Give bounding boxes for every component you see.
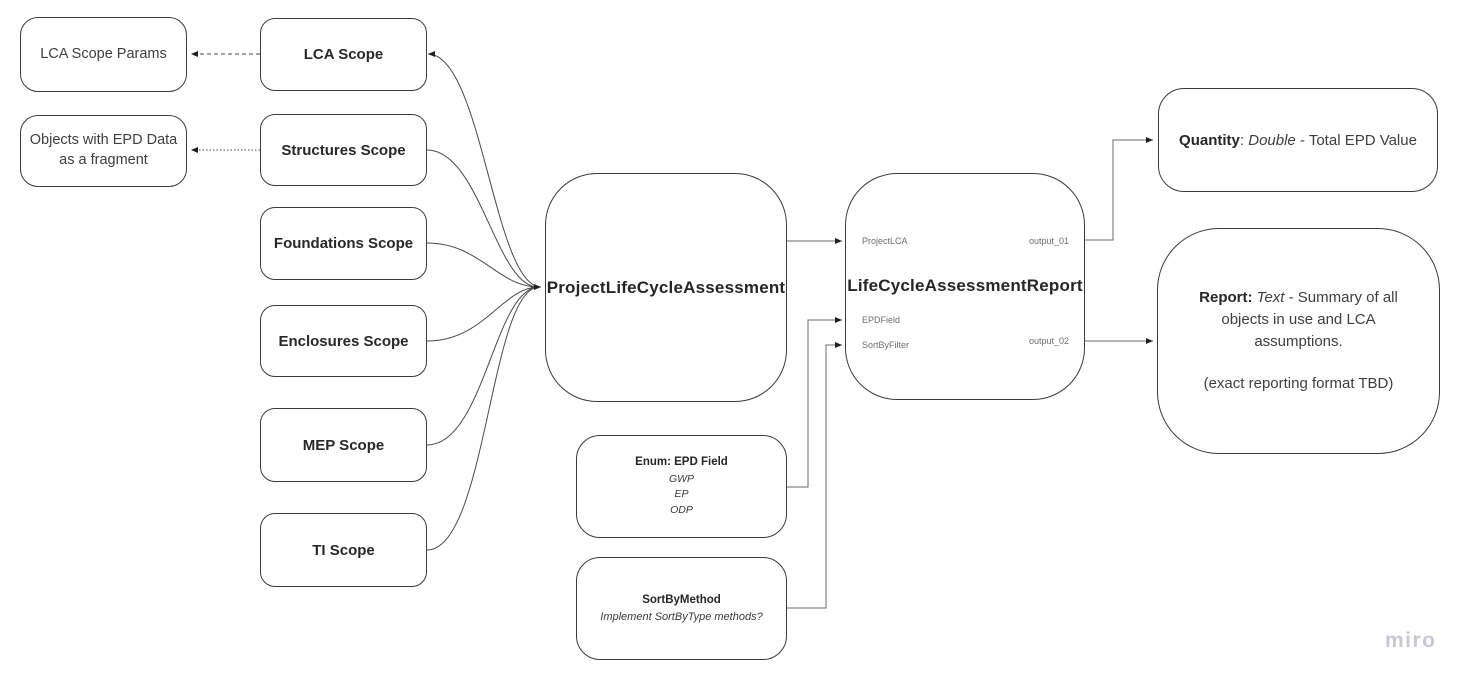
node-objects-epd-data[interactable]: Objects with EPD Data as a fragment	[20, 115, 187, 187]
node-structures-scope[interactable]: Structures Scope	[260, 114, 427, 186]
connector-sortby-to-sortbyfilter[interactable]	[787, 342, 842, 609]
node-lca-scope[interactable]: LCA Scope	[260, 18, 427, 91]
node-foundations-scope[interactable]: Foundations Scope	[260, 207, 427, 280]
node-label: Objects with EPD Data as a fragment	[29, 132, 178, 168]
node-title: LifeCycleAssessmentReport	[847, 276, 1083, 295]
miro-logo: miro	[1385, 629, 1437, 652]
node-sortbymethod[interactable]: SortByMethod Implement SortByType method…	[576, 557, 787, 660]
enum-value-odp: ODP	[670, 504, 693, 516]
node-label: TI Scope	[312, 541, 375, 559]
node-title: ProjectLifeCycleAssessment	[546, 277, 786, 297]
node-mep-scope[interactable]: MEP Scope	[260, 408, 427, 482]
node-report-note[interactable]: Report: Text - Summary of all objects in…	[1157, 228, 1440, 454]
node-enclosures-scope[interactable]: Enclosures Scope	[260, 305, 427, 377]
node-label: LCA Scope	[303, 46, 384, 63]
node-label: Structures Scope	[281, 141, 406, 159]
node-label: Quantity: Double - Total EPD Value	[1179, 131, 1417, 149]
card-title: SortByMethod	[642, 593, 721, 606]
enum-value-ep: EP	[674, 488, 689, 501]
node-project-life-cycle-assessment[interactable]: ProjectLifeCycleAssessment	[545, 173, 787, 402]
card-note: Implement SortByType methods?	[600, 610, 763, 623]
node-ti-scope[interactable]: TI Scope	[260, 513, 427, 587]
port-sortbyfilter[interactable]: SortByFilter	[862, 340, 910, 350]
node-sublabel: (exact reporting format TBD)	[1203, 375, 1394, 393]
node-enum-epd-field[interactable]: Enum: EPD Field GWP EP ODP	[576, 435, 787, 538]
node-label: LCA Scope Params	[40, 45, 167, 62]
node-label: Foundations Scope	[273, 235, 414, 252]
connector-ti-to-main[interactable]	[426, 286, 539, 551]
port-epdfield[interactable]: EPDField	[862, 315, 901, 325]
node-life-cycle-assessment-report[interactable]: ProjectLCA output_01 LifeCycleAssessment…	[845, 173, 1085, 400]
enum-value-gwp: GWP	[668, 472, 695, 485]
connector-structures-to-main[interactable]	[426, 149, 539, 288]
node-lca-scope-params[interactable]: LCA Scope Params	[20, 17, 187, 92]
connector-mep-to-main[interactable]	[426, 286, 539, 446]
node-quantity-note[interactable]: Quantity: Double - Total EPD Value	[1158, 88, 1438, 192]
connector-main-to-lcascope[interactable]	[427, 51, 542, 288]
connector-foundations-to-main[interactable]	[426, 242, 539, 288]
node-label: MEP Scope	[302, 436, 385, 454]
card-title: Enum: EPD Field	[635, 456, 728, 469]
node-label: Report: Text - Summary of all objects in…	[1199, 289, 1398, 350]
port-projectlca[interactable]: ProjectLCA	[862, 236, 908, 246]
connector-enclosures-to-main[interactable]	[426, 286, 539, 342]
port-output-01[interactable]: output_01	[1028, 236, 1069, 246]
port-output-02[interactable]: output_02	[1028, 336, 1069, 346]
connector-enum-to-epdfield[interactable]	[787, 317, 842, 488]
connector-output01-to-quantity[interactable]	[1085, 137, 1153, 241]
node-label: Enclosures Scope	[278, 332, 409, 350]
